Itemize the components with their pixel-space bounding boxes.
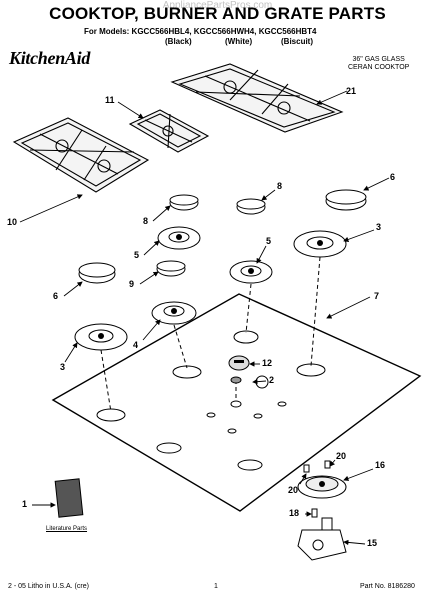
callout-10: 10: [7, 217, 18, 227]
models-line: For Models: KGCC566HBL4, KGCC566HWH4, KG…: [84, 27, 317, 36]
footer-partno: Part No. 8186280: [360, 583, 415, 590]
cooktop-description: 36" GAS GLASS CERAN COOKTOP: [348, 56, 409, 72]
callout-20a: 20: [336, 451, 347, 461]
watermark: AppliancePartsPros.com: [162, 0, 273, 11]
callout-1: 1: [22, 499, 28, 509]
grate-11: [128, 109, 210, 153]
cap-6-right: [325, 189, 367, 211]
grate-21: [170, 63, 344, 133]
callout-15: 15: [367, 538, 378, 548]
page-title: COOKTOP, BURNER AND GRATE PARTS: [49, 4, 386, 23]
literature-parts-booklet: [54, 478, 84, 518]
callout-6-right: 6: [390, 172, 396, 182]
screws-20: [303, 460, 331, 473]
callout-11: 11: [105, 95, 115, 105]
callout-7: 7: [374, 291, 380, 301]
color-black: (Black): [165, 37, 192, 46]
callout-3-left: 3: [60, 362, 66, 372]
brand-logo: KitchenAid: [9, 48, 91, 68]
cap-6-left: [78, 262, 116, 284]
cap-8b: [236, 198, 266, 215]
callout-12: 12: [262, 358, 273, 368]
glass-cooktop-7: [51, 293, 422, 512]
color-biscuit: (Biscuit): [281, 37, 313, 46]
callout-16: 16: [375, 460, 386, 470]
callout-2: 2: [269, 375, 275, 385]
description-line-2: CERAN COOKTOP: [348, 64, 410, 71]
cap-8a: [169, 194, 199, 211]
footer-litho: 2 - 05 Litho in U.S.A. (cre): [8, 583, 89, 590]
burner-head-5a: [157, 226, 201, 250]
footer-page: 1: [214, 583, 218, 590]
burner-head-5b: [229, 260, 273, 284]
grate-10: [12, 117, 150, 193]
callout-9: 9: [129, 279, 135, 289]
callout-18: 18: [289, 508, 300, 518]
burner-base-16: [297, 475, 347, 499]
callout-3-right: 3: [376, 222, 382, 232]
callout-6-left: 6: [53, 291, 59, 301]
color-white: (White): [225, 37, 253, 46]
burner-head-3-left: [74, 323, 128, 351]
screw-18: [311, 508, 318, 518]
callout-5a: 5: [134, 250, 140, 260]
description-line-1: 36" GAS GLASS: [352, 56, 405, 63]
callout-8b: 8: [277, 181, 283, 191]
callout-8a: 8: [143, 216, 149, 226]
cap-9: [156, 260, 186, 277]
callout-5b: 5: [266, 236, 272, 246]
valve-15: [297, 517, 347, 561]
literature-parts-label: Literature Parts: [46, 526, 88, 532]
leader-lines: [19, 90, 390, 546]
burner-head-4: [151, 301, 197, 325]
callout-21: 21: [346, 86, 357, 96]
knob-12: [228, 355, 250, 371]
callout-4: 4: [133, 340, 139, 350]
burner-head-3-right: [293, 230, 347, 258]
callout-20b: 20: [288, 485, 299, 495]
